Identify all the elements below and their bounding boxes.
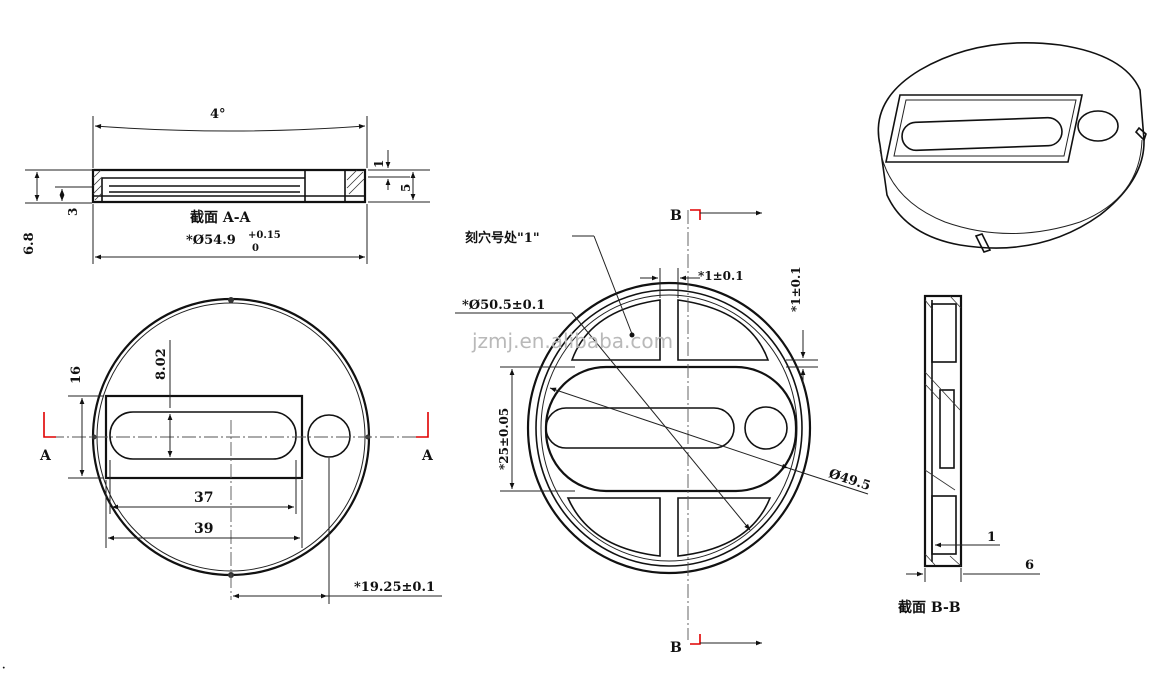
top-view: A A 16 8.02 37 39 *19.25±0.1 (39, 297, 442, 604)
tol-plus-label: +0.15 (248, 230, 281, 241)
hatch-right-wall (346, 169, 365, 195)
dia-54-9-label: *Ø54.9 (186, 233, 236, 248)
bottom-view: B B 刻穴号处"1" *Ø50.5±0.1 *1±0.1 *1±0.1 *25… (455, 208, 872, 656)
dim-39-label: 39 (194, 521, 213, 537)
cut-a-left-label: A (39, 448, 52, 464)
section-bb-title: 截面 B-B (898, 599, 961, 616)
top-angle-label: 4° (210, 107, 226, 122)
corner-text: · (2, 663, 5, 673)
watermark: jzmj.en.alibaba.com (471, 329, 673, 353)
dim-5-label: 5 (399, 184, 413, 192)
dim-1-bb-label: 1 (987, 530, 996, 545)
isometric-view (877, 41, 1147, 253)
cut-a-right-label: A (421, 448, 434, 464)
cut-b-top-label: B (670, 208, 682, 224)
dia-49-5-label: Ø49.5 (827, 467, 873, 495)
dim-16-label: 16 (69, 366, 84, 384)
cut-b-bottom-label: B (670, 640, 682, 656)
dim-19-25-label: *19.25±0.1 (354, 580, 435, 595)
dim-25-label: *25±0.05 (497, 408, 511, 470)
engrave-note: 刻穴号处"1" (465, 230, 540, 246)
dim-6-8-label: 6.8 (22, 232, 37, 255)
tol-zero-label: 0 (252, 243, 259, 254)
section-aa-title: 截面 A-A (190, 209, 252, 226)
hatch-section-b (924, 295, 962, 567)
section-b-b-view: 1 6 截面 B-B (898, 294, 1040, 616)
section-a-a-view: 4° 6.8 3 1 5 截面 A-A *Ø54.9 +0.15 0 (22, 107, 430, 264)
dim-1-rim-label: *1±0.1 (789, 266, 803, 312)
dim-1-top-label: 1 (372, 160, 386, 168)
dia-50-5-label: *Ø50.5±0.1 (462, 298, 545, 313)
hatch-left-wall (92, 169, 103, 201)
dim-1-rib-label: *1±0.1 (698, 269, 744, 283)
dim-8-02-label: 8.02 (154, 348, 169, 380)
dim-6-bb-label: 6 (1025, 558, 1034, 573)
dim-37-label: 37 (194, 490, 213, 506)
dim-3-label: 3 (66, 208, 80, 216)
